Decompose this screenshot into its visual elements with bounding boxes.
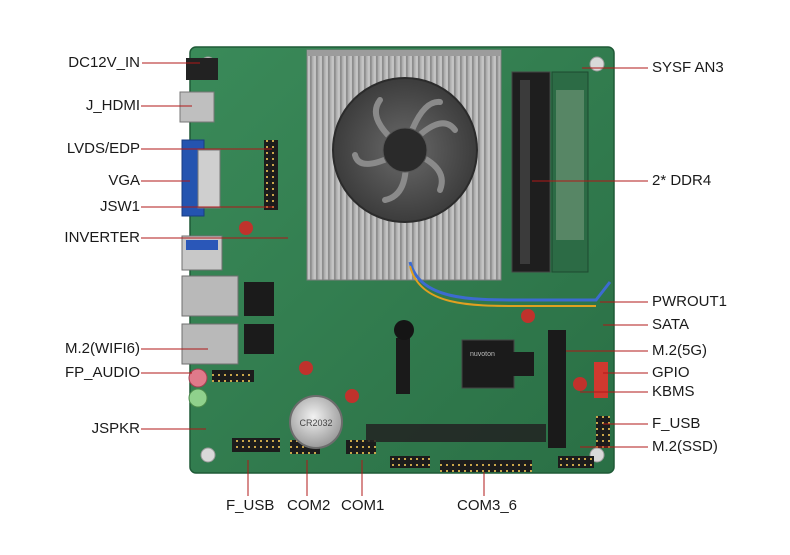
fan-cable-2 [409, 265, 596, 307]
fan-cable [408, 261, 612, 302]
label-dc12v-in: DC12V_IN [68, 54, 140, 71]
label-sysf-an3: SYSF AN3 [652, 59, 724, 76]
label-m2-wifi6: M.2(WIFI6) [65, 340, 140, 357]
label-m2-ssd: M.2(SSD) [652, 438, 718, 455]
rear-io [179, 58, 239, 408]
battery-marking: CR2032 [299, 418, 332, 428]
label-inverter: INVERTER [64, 229, 140, 246]
cmos-battery: CR2032 [289, 395, 343, 449]
leader-lines [141, 62, 648, 496]
label-jspkr: JSPKR [91, 420, 140, 437]
label-com1: COM1 [341, 497, 385, 514]
label-ddr4: 2* DDR4 [652, 172, 712, 189]
label-lvds-edp: LVDS/EDP [66, 140, 140, 157]
label-com2: COM2 [287, 497, 331, 514]
label-f-usb-right: F_USB [652, 415, 701, 432]
cpu-fan [332, 77, 478, 223]
label-f-usb-bottom: F_USB [226, 497, 275, 514]
ddr4-slots [511, 71, 589, 273]
board-components: nuvoton [212, 140, 610, 472]
label-jsw1: JSW1 [99, 198, 140, 215]
label-com3-6: COM3_6 [457, 497, 518, 514]
label-j-hdmi: J_HDMI [85, 97, 140, 114]
chip-marking: nuvoton [470, 351, 495, 358]
label-kbms: KBMS [652, 383, 695, 400]
label-fp-audio: FP_AUDIO [64, 364, 140, 381]
label-pwrout1: PWROUT1 [652, 293, 727, 310]
label-vga: VGA [108, 172, 140, 189]
label-gpio: GPIO [652, 364, 690, 381]
label-sata: SATA [652, 316, 689, 333]
label-m2-5g: M.2(5G) [652, 342, 708, 359]
